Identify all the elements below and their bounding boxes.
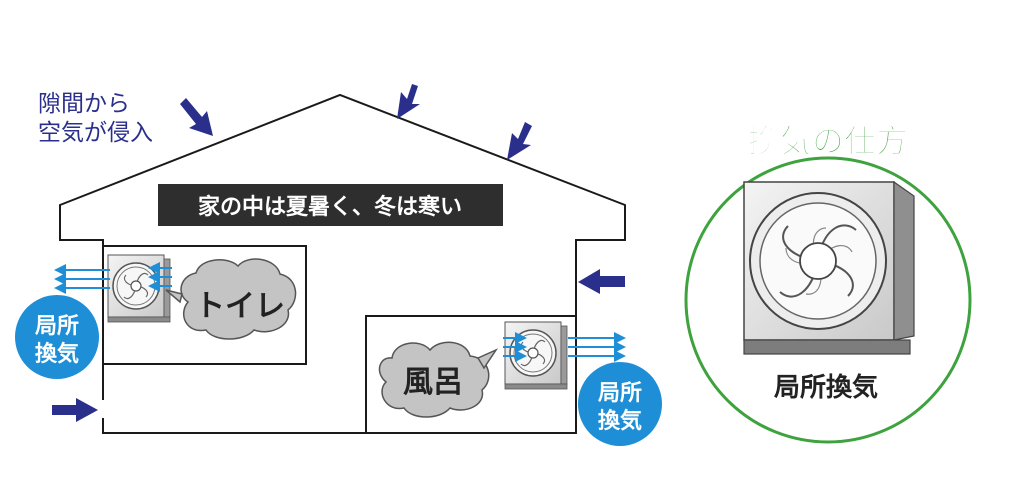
gap-text-line1: 隙間から [38, 91, 130, 117]
banner-text: 家の中は夏暑く、冬は寒い [198, 194, 462, 220]
gap-text-line2: 空気が侵入 [38, 120, 153, 146]
toilet-label: トイレ [195, 289, 285, 324]
local-vent-left-line2: 換気 [35, 341, 79, 367]
ventilation-fan-icon [743, 180, 915, 355]
bath-cloud [378, 341, 499, 418]
air-outflow-arrows-icon [503, 332, 626, 362]
air-inflow-arrow-icon [52, 84, 625, 422]
local-vent-bubble-right [578, 362, 662, 446]
local-vent-right-line2: 換気 [598, 408, 642, 434]
method-caption: 局所換気 [774, 372, 878, 403]
air-outflow-arrows-icon [54, 262, 172, 294]
toilet-cloud [165, 258, 297, 340]
bath-label: 風呂 [403, 365, 463, 400]
banner [158, 184, 503, 226]
local-vent-bubble-left [15, 295, 99, 379]
local-vent-right-line1: 局所 [598, 381, 642, 406]
local-vent-left-line1: 局所 [35, 314, 79, 339]
method-title: 換気の仕方 [748, 122, 908, 160]
